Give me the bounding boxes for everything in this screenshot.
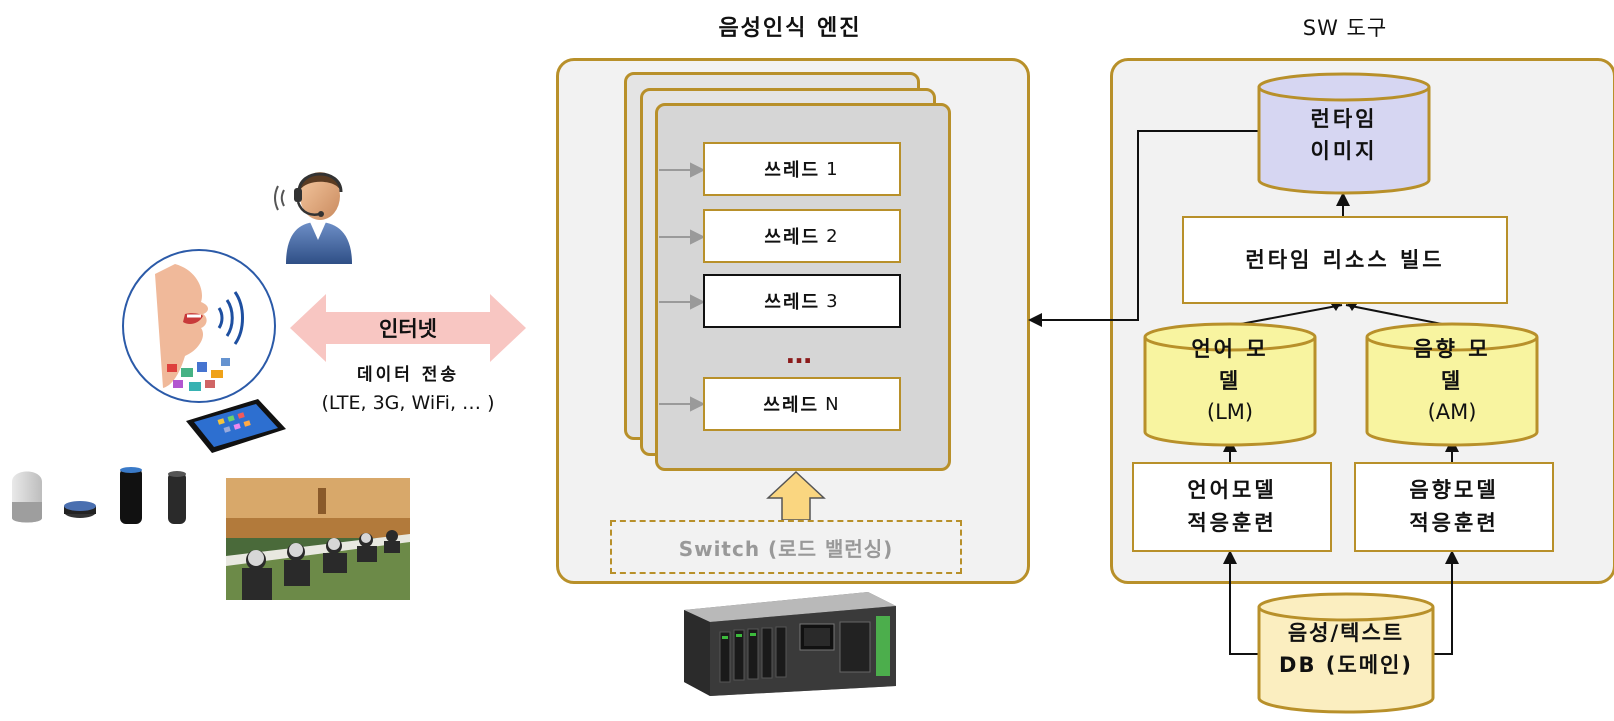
runtime-image-label: 런타임 이미지	[1256, 104, 1432, 167]
operator-headset-icon	[274, 172, 352, 264]
thread-1-label: 쓰레드	[764, 160, 821, 181]
meeting-photo	[226, 478, 410, 600]
sw-tools-title-text: SW 도구	[1302, 16, 1388, 40]
lm-line1: 언어 모	[1191, 337, 1269, 361]
smart-speakers-icon	[12, 467, 186, 524]
thread-2-num: 2	[826, 225, 840, 247]
language-model-cylinder	[1143, 322, 1317, 447]
am-abbr: (AM)	[1427, 400, 1477, 424]
smartphone-icon	[186, 399, 286, 453]
thread-n-num: N	[825, 393, 841, 415]
am-line2: 델	[1440, 368, 1464, 393]
lm-train-line2: 적응훈련	[1187, 511, 1277, 535]
protocols-label: (LTE, 3G, WiFi, … )	[321, 392, 495, 414]
speaking-mouth-icon	[122, 249, 276, 403]
language-model-label: 언어 모 델 (LM)	[1142, 334, 1318, 429]
lm-abbr: (LM)	[1206, 400, 1254, 424]
am-line1: 음향 모	[1413, 337, 1491, 361]
thread-3: 쓰레드 3	[703, 274, 901, 328]
thread-3-num: 3	[826, 290, 840, 312]
thread-2: 쓰레드 2	[703, 209, 901, 263]
thread-n: 쓰레드 N	[703, 377, 901, 431]
domain-db-label: 음성/텍스트 DB (도메인)	[1256, 618, 1436, 681]
thread-1-num: 1	[826, 158, 840, 180]
rack-server-icon	[684, 592, 896, 696]
am-train-line1: 음향모델	[1409, 478, 1499, 503]
db-line2: DB (도메인)	[1279, 652, 1413, 677]
runtime-image-cylinder	[1257, 72, 1431, 195]
am-adaptation-training-box: 음향모델 적응훈련	[1354, 462, 1554, 552]
thread-arrows	[659, 162, 706, 412]
am-train-line2: 적응훈련	[1409, 511, 1499, 535]
thread-1: 쓰레드 1	[703, 142, 901, 196]
runtime-image-line2: 이미지	[1310, 138, 1378, 163]
lm-line2: 델	[1218, 368, 1242, 393]
switch-load-balancing: Switch (로드 밸런싱)	[610, 520, 962, 574]
network-arrow	[290, 294, 526, 362]
network-label: 인터넷	[379, 317, 437, 341]
acoustic-model-cylinder	[1365, 322, 1539, 447]
runtime-image-line1: 런타임	[1310, 107, 1378, 131]
lm-adaptation-training-box: 언어모델 적응훈련	[1132, 462, 1332, 552]
engine-title: 음성인식 엔진	[718, 16, 862, 41]
runtime-resource-build-box: 런타임 리소스 빌드	[1182, 216, 1508, 304]
thread-ellipsis: …	[786, 340, 814, 370]
domain-db-cylinder	[1257, 592, 1435, 714]
sw-tools-title: SW 도구	[1230, 12, 1460, 42]
thread-3-label: 쓰레드	[764, 292, 821, 313]
lm-train-line1: 언어모델	[1187, 478, 1277, 503]
acoustic-model-label: 음향 모 델 (AM)	[1364, 334, 1540, 429]
thread-n-label: 쓰레드	[763, 395, 820, 416]
db-line1: 음성/텍스트	[1287, 621, 1405, 645]
data-transfer-label: 데이터 전송	[356, 365, 460, 385]
thread-2-label: 쓰레드	[764, 227, 821, 248]
